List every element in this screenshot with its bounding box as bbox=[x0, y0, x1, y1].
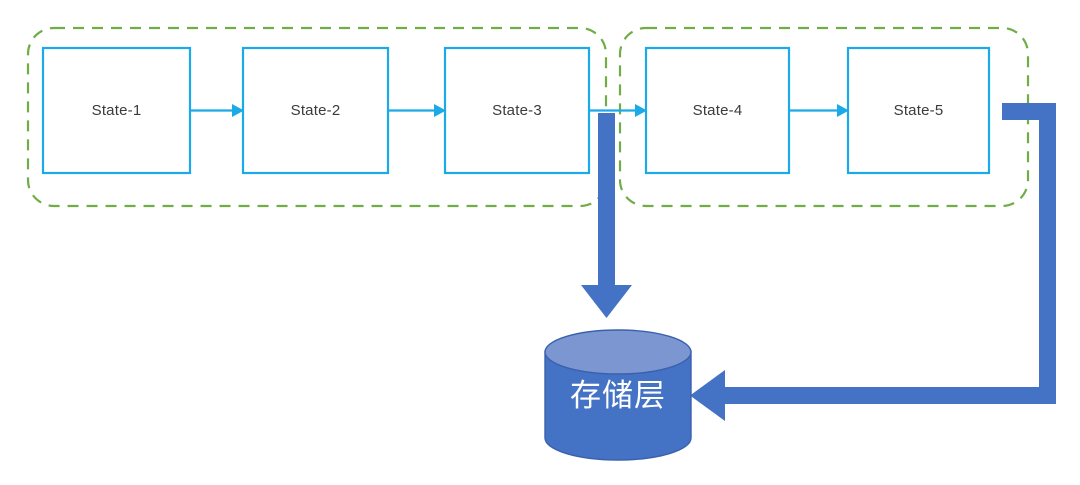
state-node-3[interactable]: State-3 bbox=[443, 46, 591, 175]
state-label-1: State-1 bbox=[92, 102, 142, 119]
state-label-2: State-2 bbox=[291, 102, 341, 119]
state-node-5[interactable]: State-5 bbox=[846, 46, 991, 175]
storage-cylinder[interactable]: 存储层 bbox=[544, 329, 692, 461]
state-box-3[interactable] bbox=[443, 46, 591, 175]
arrow-state3-to-state4 bbox=[589, 104, 647, 117]
cylinder-top bbox=[544, 329, 692, 375]
state-label-4: State-4 bbox=[693, 102, 743, 119]
arrow-state5-to-store bbox=[690, 103, 1056, 421]
state-box-1[interactable] bbox=[41, 46, 192, 175]
state-label-5: State-5 bbox=[894, 102, 944, 119]
state-label-3: State-3 bbox=[492, 102, 542, 119]
state-box-2[interactable] bbox=[241, 46, 390, 175]
arrow-pipeline-to-store bbox=[581, 113, 632, 318]
state-box-4[interactable] bbox=[644, 46, 791, 175]
state-node-4[interactable]: State-4 bbox=[644, 46, 791, 175]
cylinder-body[interactable] bbox=[544, 351, 692, 461]
storage-label: 存储层 bbox=[570, 378, 666, 413]
state-node-1[interactable]: State-1 bbox=[41, 46, 192, 175]
state-box-5[interactable] bbox=[846, 46, 991, 175]
arrow-state1-to-state2 bbox=[190, 104, 244, 117]
state-node-2[interactable]: State-2 bbox=[241, 46, 390, 175]
arrow-state2-to-state3 bbox=[388, 104, 446, 117]
arrow-state4-to-state5 bbox=[789, 104, 849, 117]
